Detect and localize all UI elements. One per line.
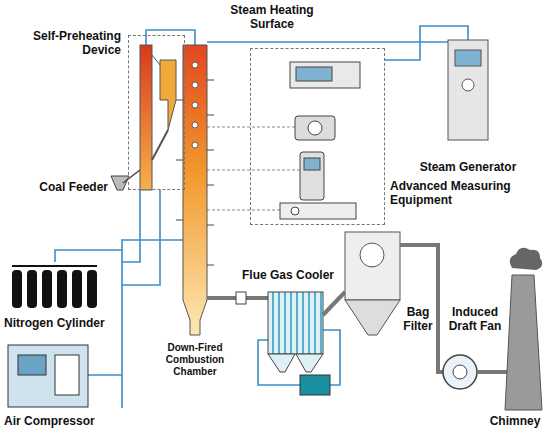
dashed-group-box: Self-Preheating Device: [128, 35, 185, 190]
dashed-group-box: Advanced Measuring Equipment: [250, 48, 385, 225]
part-label: Induced Draft Fan: [443, 305, 507, 333]
part-label: Flue Gas Cooler: [238, 268, 338, 282]
part-label: Air Compressor: [2, 414, 117, 428]
part-label: Coal Feeder: [30, 180, 110, 194]
part-label: Down-Fired Combustion Chamber: [146, 342, 244, 378]
part-label: Steam Heating Surface: [220, 3, 324, 31]
part-label: Bag Filter: [400, 305, 436, 333]
group-heading: Self-Preheating Device: [9, 29, 123, 57]
part-label: Chimney: [484, 414, 546, 428]
part-label: Steam Generator: [408, 160, 528, 174]
group-heading: Advanced Measuring Equipment: [388, 179, 520, 207]
part-label: Nitrogen Cylinder: [2, 316, 117, 330]
